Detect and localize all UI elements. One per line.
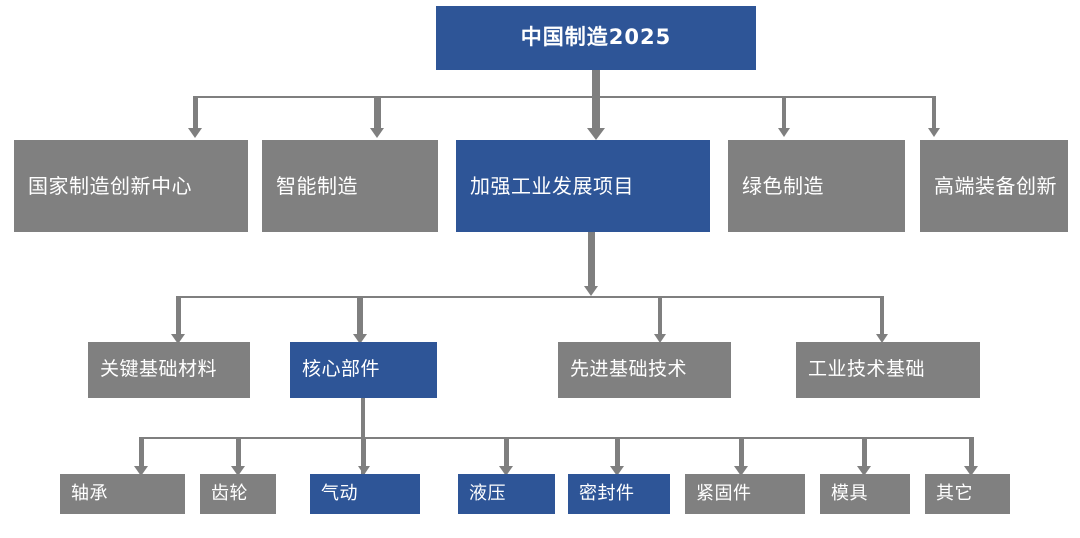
arrow-l2-2 (654, 334, 666, 343)
arrow-l3-2 (358, 466, 370, 475)
node-others: 其它 (925, 474, 1010, 514)
connector-drop-l2-0 (176, 296, 181, 336)
node-label: 其它 (936, 483, 973, 505)
node-key-basic-materials: 关键基础材料 (88, 342, 250, 398)
arrow-l2-stem (584, 286, 598, 296)
node-bearings: 轴承 (60, 474, 185, 514)
connector-drop-l1-4 (932, 96, 936, 130)
connector-drop-l3-0 (139, 437, 144, 470)
node-advanced-basic-tech: 先进基础技术 (558, 342, 731, 398)
node-label: 核心部件 (302, 358, 381, 381)
node-label: 液压 (469, 483, 506, 505)
connector-level2-bus (178, 296, 884, 298)
node-label: 中国制造2025 (520, 25, 672, 50)
arrow-l1-2 (587, 128, 605, 140)
arrow-l3-5 (734, 466, 748, 476)
arrow-l3-6 (857, 466, 871, 476)
connector-drop-l3-6 (862, 437, 867, 470)
node-fasteners: 紧固件 (685, 474, 805, 514)
node-label: 关键基础材料 (100, 358, 218, 381)
node-core-components: 核心部件 (290, 342, 437, 398)
node-label: 密封件 (579, 483, 635, 505)
node-root: 中国制造2025 (436, 6, 756, 70)
connector-l2-stem (588, 232, 595, 288)
arrow-l3-4 (610, 466, 624, 476)
node-molds: 模具 (820, 474, 910, 514)
node-hydraulic: 液压 (458, 474, 555, 514)
node-strengthen-industrial-dev: 加强工业发展项目 (456, 140, 710, 232)
arrow-l3-3 (499, 466, 513, 476)
node-label: 轴承 (71, 483, 108, 505)
connector-drop-l2-2 (658, 296, 662, 336)
connector-drop-l3-2 (362, 437, 366, 470)
node-industrial-tech-base: 工业技术基础 (796, 342, 980, 398)
node-label: 绿色制造 (742, 173, 824, 198)
arrow-l1-3 (778, 128, 790, 137)
arrow-l3-1 (231, 466, 245, 476)
connector-drop-l2-1 (357, 296, 363, 336)
connector-drop-l3-5 (739, 437, 744, 470)
arrow-l3-7 (964, 466, 978, 476)
node-label: 紧固件 (696, 483, 752, 505)
node-label: 智能制造 (276, 173, 358, 198)
arrow-l1-4 (928, 128, 940, 137)
node-label: 高端装备创新 (934, 173, 1057, 198)
connector-drop-l1-1 (374, 96, 381, 130)
node-label: 气动 (321, 483, 358, 505)
arrow-l2-0 (171, 334, 185, 344)
node-smart-manufacturing: 智能制造 (262, 140, 438, 232)
connector-level1-bus (196, 96, 936, 98)
connector-drop-l2-3 (880, 296, 884, 336)
connector-drop-l1-2 (592, 96, 600, 130)
node-national-mfg-innovation-center: 国家制造创新中心 (14, 140, 248, 232)
arrow-l2-1 (353, 334, 367, 344)
arrow-l3-0 (134, 466, 148, 476)
connector-root-stem (592, 70, 600, 98)
node-pneumatic: 气动 (310, 474, 420, 514)
connector-drop-l1-0 (193, 96, 198, 130)
node-label: 齿轮 (211, 483, 248, 505)
node-high-end-equipment-innovation: 高端装备创新 (920, 140, 1068, 232)
connector-drop-l3-7 (969, 437, 974, 470)
node-label: 模具 (831, 483, 868, 505)
node-seals: 密封件 (568, 474, 670, 514)
arrow-l1-0 (188, 128, 202, 138)
arrow-l2-3 (876, 334, 888, 343)
node-green-manufacturing: 绿色制造 (728, 140, 905, 232)
node-label: 国家制造创新中心 (28, 173, 192, 198)
connector-drop-l3-3 (504, 437, 509, 470)
node-gears: 齿轮 (200, 474, 276, 514)
connector-level3-bus (141, 437, 973, 439)
node-label: 工业技术基础 (808, 358, 926, 381)
connector-drop-l3-4 (615, 437, 620, 470)
connector-drop-l1-3 (782, 96, 786, 130)
node-label: 加强工业发展项目 (470, 173, 634, 198)
node-label: 先进基础技术 (570, 358, 688, 381)
connector-l3-stem (361, 398, 365, 474)
connector-drop-l3-1 (236, 437, 241, 470)
arrow-l1-1 (370, 128, 384, 138)
